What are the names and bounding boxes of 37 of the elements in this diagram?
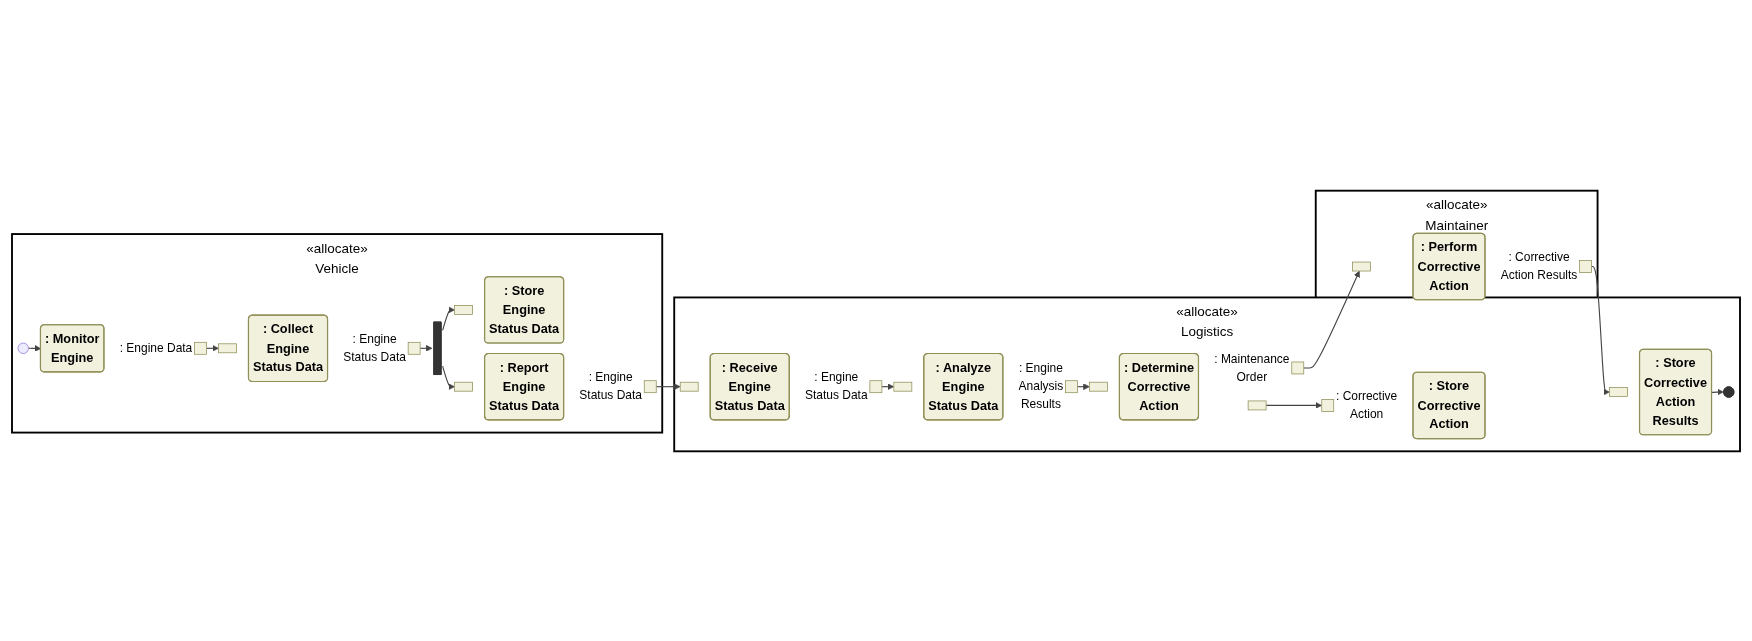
node-box xyxy=(893,381,913,392)
arrow xyxy=(442,306,455,331)
node-label: : Maintenance Order xyxy=(1214,351,1290,383)
arrow xyxy=(205,344,219,352)
node-box xyxy=(643,379,657,393)
arrow xyxy=(1076,382,1090,390)
node-box xyxy=(1247,400,1267,410)
node-label: : Engine Status Data xyxy=(343,332,406,363)
arrow xyxy=(1303,270,1360,368)
node-box xyxy=(1609,386,1628,397)
node-label: : Engine Analysis Results xyxy=(1018,361,1064,411)
node-box xyxy=(194,341,207,355)
node-label: : Engine Status Data xyxy=(579,370,643,402)
node-box xyxy=(1352,261,1371,271)
node-box xyxy=(454,381,473,392)
node-box xyxy=(1065,379,1078,393)
arrow xyxy=(1711,388,1724,395)
arrow xyxy=(881,382,895,390)
node-box xyxy=(218,342,237,353)
node-box xyxy=(454,304,473,315)
arrow xyxy=(419,344,433,352)
node-box xyxy=(1321,398,1335,412)
node-box xyxy=(1579,259,1592,273)
node-label: : Engine Data xyxy=(119,341,193,354)
node-label: : Engine Status Data xyxy=(804,370,868,402)
node-box xyxy=(679,381,699,392)
node-box xyxy=(407,341,421,355)
arrow xyxy=(442,365,455,390)
node-label: : Corrective Action xyxy=(1335,389,1398,420)
arrow xyxy=(1265,401,1323,409)
arrow xyxy=(1591,265,1610,395)
node-box xyxy=(1089,381,1108,392)
node-box xyxy=(869,379,883,393)
node-label: : Corrective Action Results xyxy=(1500,250,1578,282)
arrow xyxy=(655,382,681,390)
node-box xyxy=(1291,361,1305,374)
node-circle xyxy=(17,342,29,354)
